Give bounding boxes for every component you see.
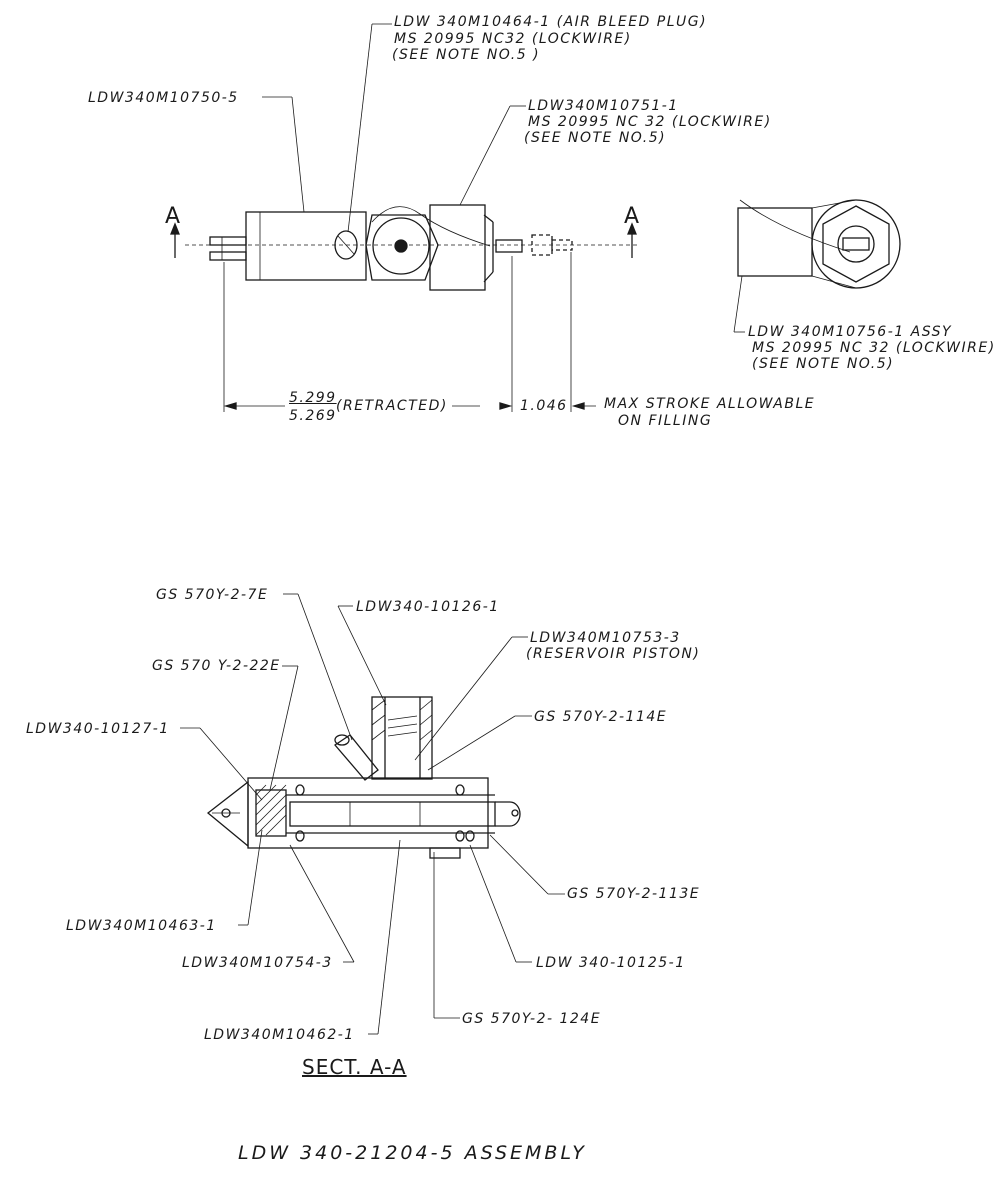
callout-gs-113e: GS 570Y-2-113E — [567, 886, 701, 902]
callout-ldw-10126: LDW340-10126-1 — [356, 599, 500, 615]
section-mark-left: A — [165, 204, 181, 229]
callout-ldw-10127: LDW340-10127-1 — [26, 721, 170, 737]
retracted-dimension-upper: 5.299 — [289, 390, 337, 406]
top-view-drawing — [170, 23, 901, 412]
callout-gs-22e: GS 570 Y-2-22E — [152, 658, 281, 674]
stroke-dimension: 1.046 — [520, 398, 568, 414]
callout-gs-124e: GS 570Y-2- 124E — [462, 1011, 602, 1027]
end-assy-callout-line3: (SEE NOTE NO.5) — [752, 356, 895, 372]
callout-ldw-10753-line2: (RESERVOIR PISTON) — [526, 646, 701, 662]
callout-gs-7e: GS 570Y-2-7E — [156, 587, 269, 603]
callout-ldw-10753-line1: LDW340M10753-3 — [530, 630, 681, 646]
end-assy-callout-line2: MS 20995 NC 32 (LOCKWIRE) — [752, 340, 996, 356]
callout-ldw-10462: LDW340M10462-1 — [204, 1027, 355, 1043]
callout-ldw-10125: LDW 340-10125-1 — [536, 955, 686, 971]
body-callout: LDW340M10750-5 — [88, 90, 239, 106]
section-mark-right: A — [624, 204, 640, 229]
end-assy-callout-line1: LDW 340M10756-1 ASSY — [748, 324, 953, 340]
stroke-note-line2: ON FILLING — [618, 413, 713, 429]
cap-callout-line3: (SEE NOTE NO.5) — [524, 130, 667, 146]
section-view-drawing — [180, 593, 565, 1035]
callout-gs-114e: GS 570Y-2-114E — [534, 709, 668, 725]
section-title: SECT. A-A — [302, 1055, 407, 1079]
stroke-note-line1: MAX STROKE ALLOWABLE — [604, 396, 816, 412]
cap-callout-line1: LDW340M10751-1 — [528, 98, 679, 114]
air-bleed-plug-callout-line3: (SEE NOTE NO.5 ) — [392, 47, 541, 63]
air-bleed-plug-callout-line1: LDW 340M10464-1 (AIR BLEED PLUG) — [394, 14, 708, 30]
retracted-dimension-label: (RETRACTED) — [336, 398, 448, 414]
callout-ldw-10754: LDW340M10754-3 — [182, 955, 333, 971]
assembly-title: LDW 340-21204-5 ASSEMBLY — [238, 1142, 587, 1164]
retracted-dimension-lower: 5.269 — [289, 408, 337, 424]
callout-ldw-10463: LDW340M10463-1 — [66, 918, 217, 934]
air-bleed-plug-callout-line2: MS 20995 NC32 (LOCKWIRE) — [394, 31, 632, 47]
cap-callout-line2: MS 20995 NC 32 (LOCKWIRE) — [528, 114, 772, 130]
